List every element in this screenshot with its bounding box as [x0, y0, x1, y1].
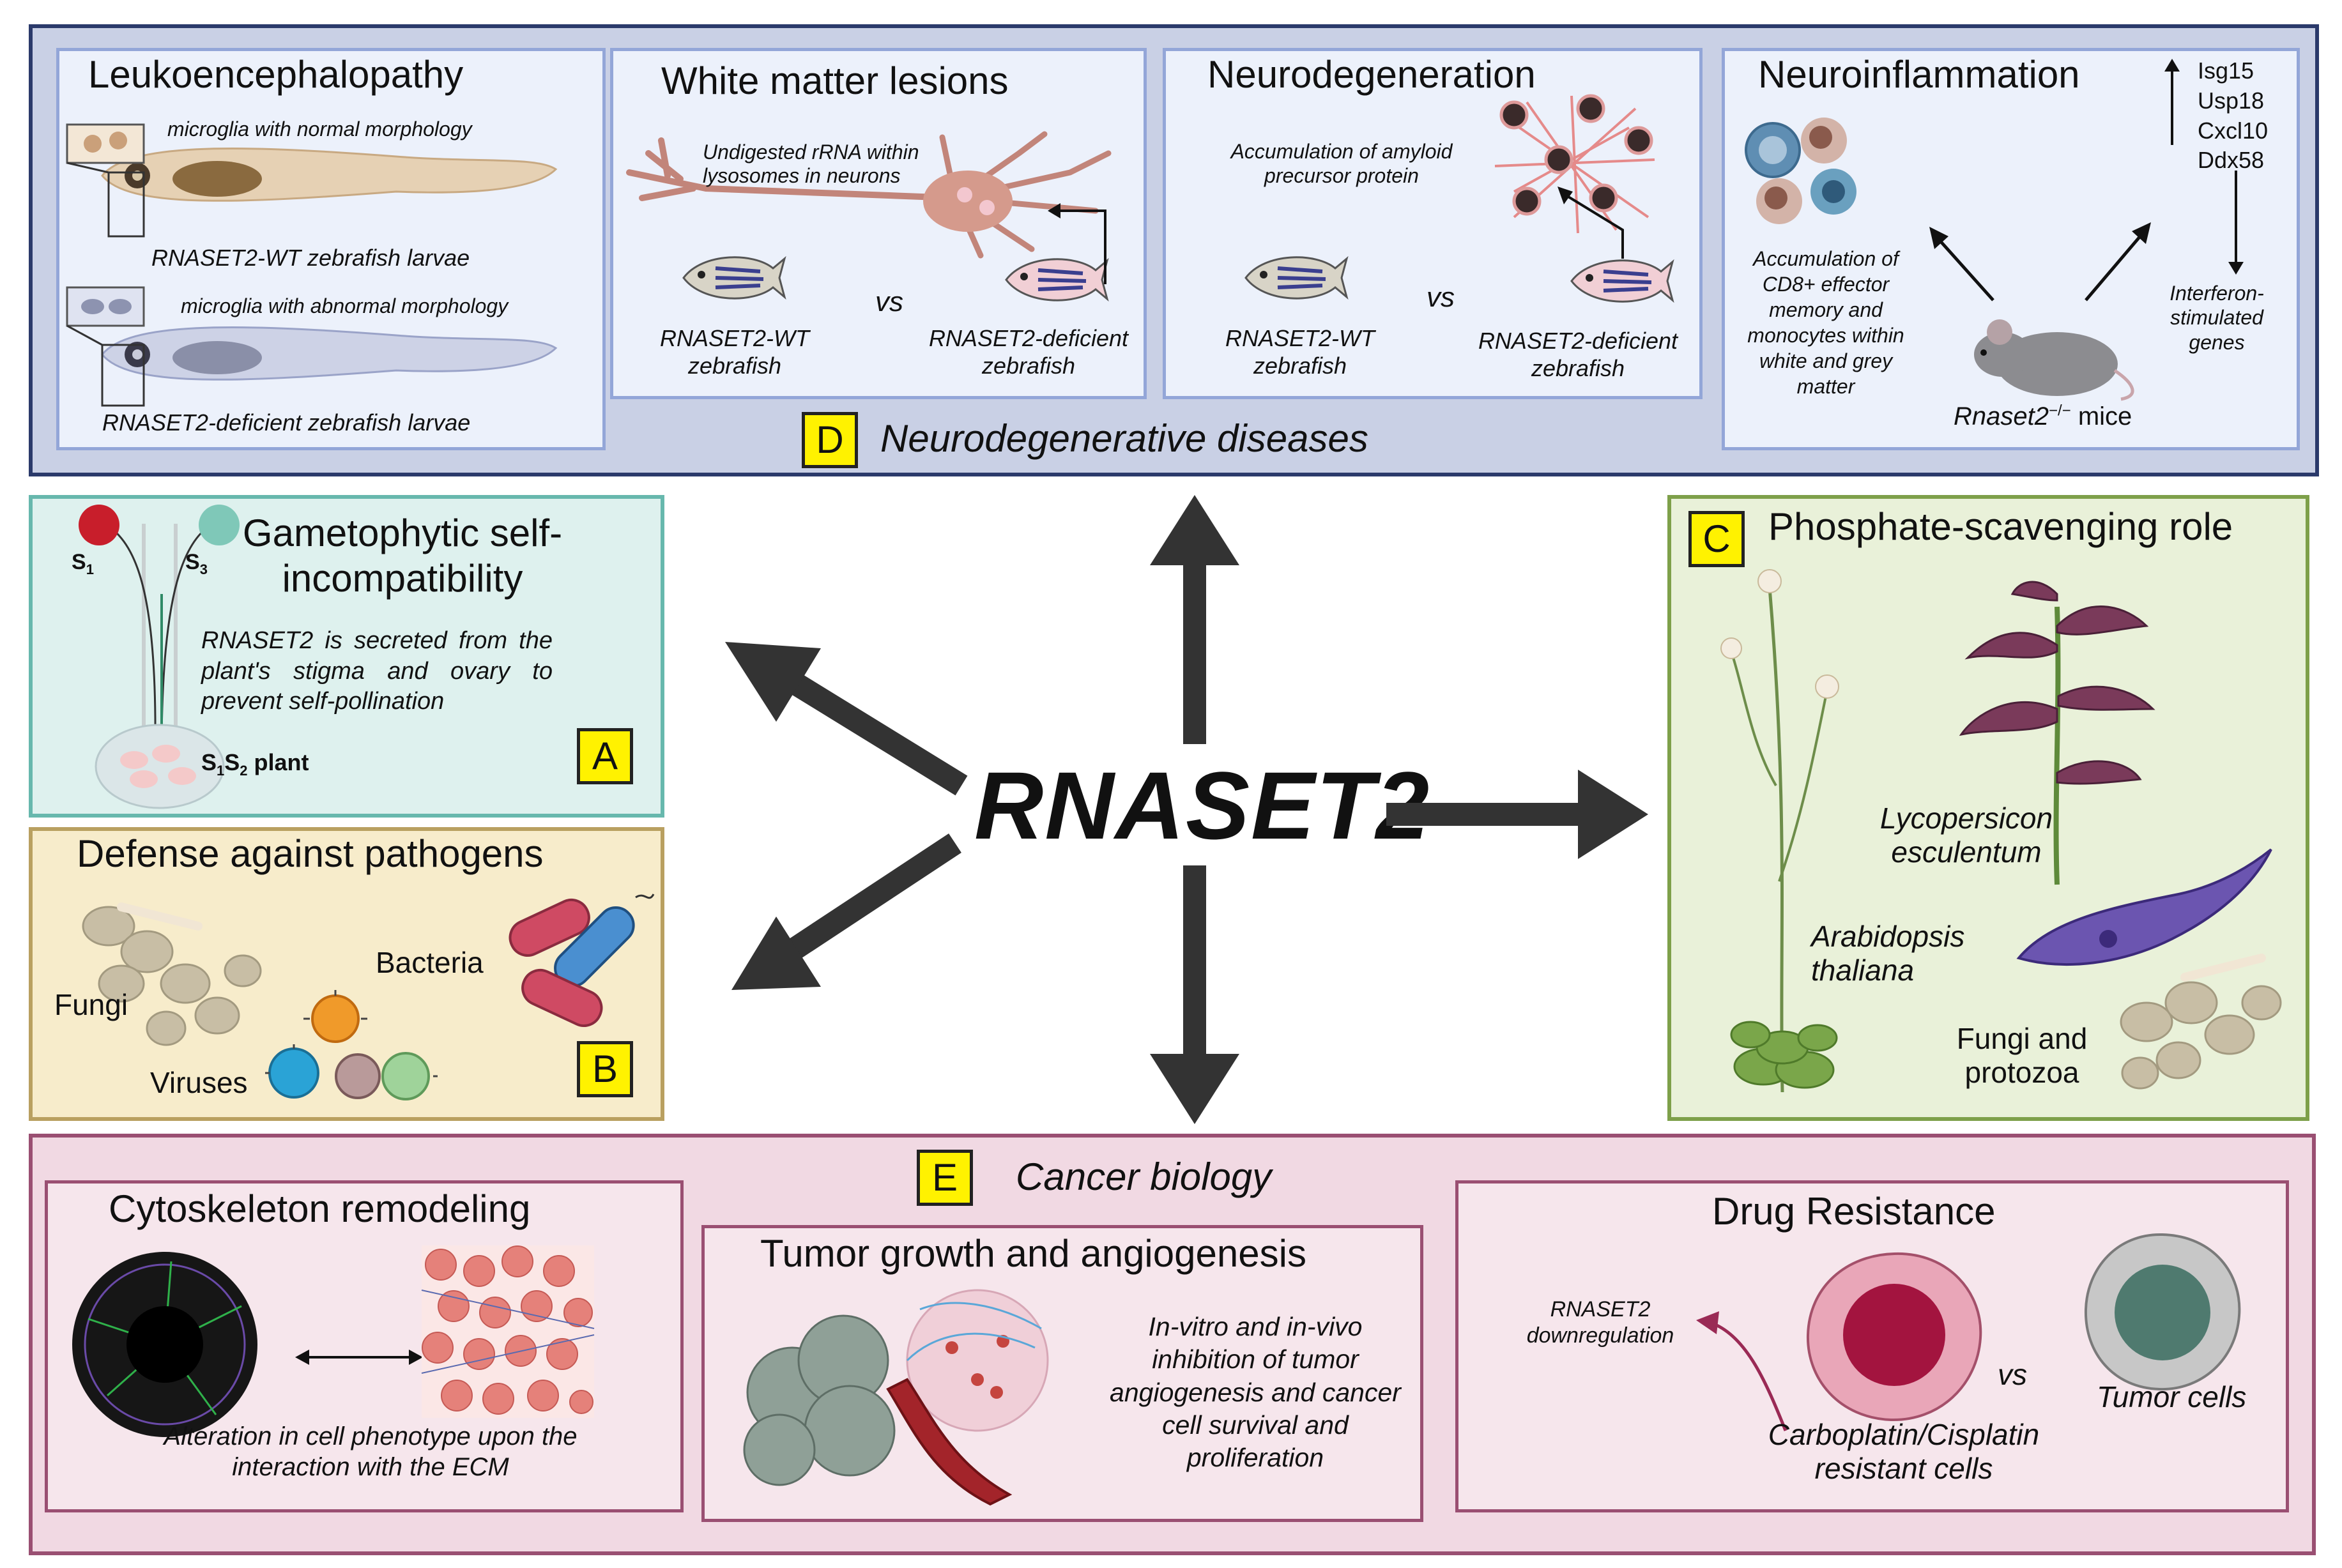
neuroinflammation-title: Neuroinflammation — [1758, 53, 2080, 96]
mice-label: Rnaset2−/− mice — [1954, 402, 2132, 430]
downregulation-arrow — [1696, 1311, 1787, 1431]
tumor-growth-title: Tumor growth and angiogenesis — [760, 1232, 1306, 1275]
panel-e-heading: Cancer biology — [1016, 1155, 1272, 1198]
panel-d-letter: D — [802, 412, 858, 468]
cd8-label: Accumulation of CD8+ effector memory and… — [1747, 247, 1904, 398]
panel-c-letter: C — [1688, 511, 1745, 567]
immune-cells-icon — [1745, 118, 1856, 224]
fungi-icon — [82, 902, 262, 1046]
vs-label: vs — [1998, 1358, 2027, 1391]
gene-ddx58: Ddx58 — [2198, 147, 2265, 174]
amyloid-plaques-icon — [1494, 94, 1655, 234]
tomato-plant-icon — [1959, 581, 2155, 885]
gene-cxcl10: Cxcl10 — [2198, 117, 2269, 144]
zebrafish-deficient-icon — [1570, 259, 1674, 303]
wml-def-label: RNASET2-deficient zebrafish — [928, 325, 1129, 379]
mouse-icon — [1974, 319, 2134, 401]
arrow-right — [1386, 770, 1648, 859]
rnaset2-downregulation-label: RNASET2 downregulation — [1526, 1297, 1674, 1348]
arabidopsis-label: Arabidopsis thaliana — [1811, 920, 1965, 987]
protozoa-icon — [2016, 848, 2272, 966]
panel-e-letter: E — [917, 1150, 973, 1206]
bacteria-label: Bacteria — [376, 946, 484, 979]
zebrafish-larva-wt-icon — [101, 148, 558, 202]
resistant-cell-icon — [1806, 1252, 1982, 1422]
up-arrow-icon — [2164, 59, 2180, 145]
fungi-label: Fungi — [54, 988, 128, 1021]
ifn-label: Interferon-stimulated genes — [2170, 282, 2264, 354]
arrow-down — [1150, 865, 1239, 1124]
gene-list: Isg15 Usp18 Cxcl10 Ddx58 — [2198, 56, 2268, 176]
bacteria-icon — [509, 894, 655, 1027]
arrow-upper-left — [725, 642, 968, 796]
arrow-lower-left — [731, 833, 961, 990]
zebrafish-larva-deficient-icon — [101, 326, 558, 381]
zebrafish-wt-icon — [1244, 255, 1349, 300]
microglia-abnormal-label: microglia with abnormal morphology — [181, 294, 509, 317]
arrow-to-genes — [2085, 222, 2151, 301]
cytoskeleton-text: Alteration in cell phenotype upon the in… — [164, 1422, 578, 1481]
arabidopsis-plant-icon — [1720, 569, 1839, 1093]
wml-arrow — [1048, 203, 1106, 284]
wml-vs: vs — [875, 286, 903, 317]
rnaset2-center-label: RNASET2 — [974, 752, 1431, 859]
neurodeg-def-label: RNASET2-deficient zebrafish — [1478, 328, 1678, 382]
panel-b-title: Defense against pathogens — [77, 832, 544, 875]
tumor-vessel-icon — [743, 1289, 1049, 1506]
microglia-normal-icon — [66, 123, 145, 238]
wml-note: Undigested rRNA within lysosomes in neur… — [703, 141, 919, 187]
neurodeg-arrow — [1558, 186, 1624, 259]
microglia-abnormal-icon — [66, 286, 145, 407]
resistant-cells-label: Carboplatin/Cisplatin resistant cells — [1768, 1418, 2040, 1485]
subpanel-leukoencephalopathy — [56, 48, 606, 450]
double-arrow-icon — [295, 1350, 423, 1365]
zebrafish-deficient-icon — [1005, 257, 1109, 302]
neurodeg-vs: vs — [1427, 282, 1455, 313]
fungi-protozoa-label: Fungi and protozoa — [1956, 1022, 2088, 1089]
neurodegeneration-title: Neurodegeneration — [1207, 53, 1536, 96]
arrow-up — [1150, 495, 1239, 744]
panel-a-title: Gametophytic self-incompatibility — [242, 512, 563, 600]
panel-c-title: Phosphate-scavenging role — [1768, 505, 2233, 548]
tumor-cells-label: Tumor cells — [2097, 1380, 2247, 1413]
panel-d-heading: Neurodegenerative diseases — [880, 417, 1368, 460]
tomato-label: Lycopersicon esculentum — [1879, 802, 2053, 869]
zebrafish-wt-icon — [682, 255, 786, 300]
viruses-icon — [265, 990, 438, 1100]
neurodeg-wt-label: RNASET2-WT zebrafish — [1225, 325, 1375, 379]
ecm-cells-icon — [421, 1245, 595, 1418]
arrow-to-cells — [1929, 227, 1994, 301]
cytoskeleton-title: Cytoskeleton remodeling — [109, 1187, 531, 1230]
s1-label: S1 — [72, 550, 94, 577]
pollen-pistil-icon — [79, 505, 240, 809]
drug-resistance-title: Drug Resistance — [1712, 1190, 1996, 1233]
panel-a-text: RNASET2 is secreted from the plant's sti… — [201, 627, 553, 715]
s1s2-plant-label: S1S2 plant — [201, 749, 309, 779]
microglia-normal-label: microglia with normal morphology — [167, 118, 472, 141]
fungi-icon — [2120, 954, 2282, 1090]
tumor-growth-text: In-vitro and in-vivo inhibition of tumor… — [1110, 1312, 1401, 1472]
subpanel-white-matter-lesions — [610, 48, 1147, 399]
gene-isg15: Isg15 — [2198, 57, 2254, 84]
white-matter-lesions-title: White matter lesions — [661, 59, 1009, 102]
panel-b-letter: B — [577, 1041, 633, 1097]
neurodeg-note: Accumulation of amyloid precursor protei… — [1230, 140, 1453, 188]
panel-a-letter: A — [577, 728, 633, 784]
neuron-icon — [626, 131, 1112, 259]
s3-label: S3 — [185, 550, 208, 577]
tumor-cell-icon — [2084, 1233, 2241, 1391]
cytoskeleton-cell-icon — [72, 1252, 257, 1437]
gene-usp18: Usp18 — [2198, 87, 2265, 114]
leukoencephalopathy-title: Leukoencephalopathy — [88, 53, 464, 96]
viruses-label: Viruses — [150, 1066, 248, 1099]
down-arrow-icon — [2228, 171, 2244, 275]
wt-larvae-label: RNASET2-WT zebrafish larvae — [151, 245, 470, 271]
deficient-larvae-label: RNASET2-deficient zebrafish larvae — [102, 409, 471, 436]
wml-wt-label: RNASET2-WT zebrafish — [660, 325, 809, 379]
